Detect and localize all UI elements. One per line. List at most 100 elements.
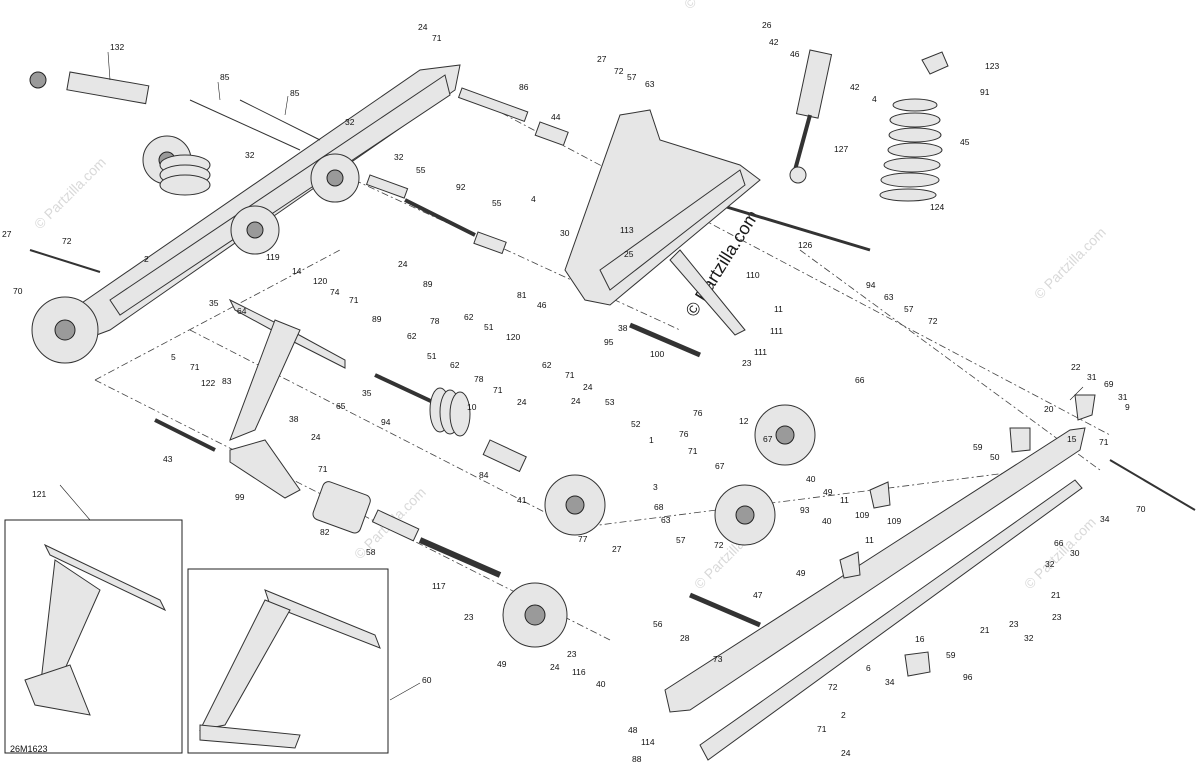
callout-71: 71	[432, 33, 442, 43]
callout-81: 81	[517, 290, 527, 300]
callout-49: 49	[497, 659, 507, 669]
callout-71: 71	[688, 446, 698, 456]
callout-24: 24	[311, 432, 321, 442]
callout-111: 111	[770, 326, 783, 336]
callout-123: 123	[985, 61, 999, 71]
callout-52: 52	[631, 419, 641, 429]
shock-132	[29, 71, 150, 105]
callout-72: 72	[62, 236, 72, 246]
callout-22: 22	[1071, 362, 1081, 372]
callout-38: 38	[289, 414, 299, 424]
callout-14: 14	[292, 266, 302, 276]
callout-78: 78	[474, 374, 484, 384]
callout-96: 96	[963, 672, 973, 682]
torsion-spring-middle	[429, 387, 471, 437]
callout-47: 47	[753, 590, 763, 600]
callout-121: 121	[32, 489, 46, 499]
callout-42: 42	[850, 82, 860, 92]
callout-76: 76	[693, 408, 703, 418]
callout-23: 23	[742, 358, 752, 368]
callout-72: 72	[614, 66, 624, 76]
callout-3: 3	[653, 482, 658, 492]
callout-86: 86	[519, 82, 529, 92]
callout-21: 21	[1051, 590, 1061, 600]
callout-91: 91	[980, 87, 990, 97]
callout-23: 23	[567, 649, 577, 659]
callout-85: 85	[290, 88, 300, 98]
callout-62: 62	[464, 312, 474, 322]
callout-32: 32	[345, 117, 355, 127]
callout-68: 68	[654, 502, 664, 512]
callout-71: 71	[817, 724, 827, 734]
callout-72: 72	[714, 540, 724, 550]
callout-53: 53	[605, 397, 615, 407]
callout-83: 83	[222, 376, 232, 386]
shafts	[29, 87, 1196, 628]
callout-24: 24	[841, 748, 851, 758]
callout-70: 70	[13, 286, 23, 296]
callout-94: 94	[866, 280, 876, 290]
diagram-code: 26M1623	[10, 744, 48, 754]
callout-5: 5	[171, 352, 176, 362]
callout-120: 120	[313, 276, 327, 286]
rear-shock	[789, 49, 949, 202]
inset-90	[4, 519, 183, 754]
callout-4: 4	[872, 94, 877, 104]
callout-26: 26	[762, 20, 772, 30]
callout-99: 99	[235, 492, 245, 502]
callout-82: 82	[320, 527, 330, 537]
callout-64: 64	[237, 306, 247, 316]
callout-49: 49	[796, 568, 806, 578]
callout-27: 27	[2, 229, 12, 239]
watermark-text: © Partzilla.com	[1031, 224, 1109, 302]
front-arm-assembly	[564, 109, 761, 336]
callout-95: 95	[604, 337, 614, 347]
callout-31: 31	[1087, 372, 1097, 382]
callout-10: 10	[467, 402, 477, 412]
callout-49: 49	[823, 487, 833, 497]
callout-24: 24	[583, 382, 593, 392]
callout-20: 20	[1044, 404, 1054, 414]
callout-67: 67	[715, 461, 725, 471]
callout-4: 4	[531, 194, 536, 204]
callout-119: 119	[266, 252, 280, 262]
callout-21: 21	[980, 625, 990, 635]
callout-11: 11	[774, 304, 783, 314]
callout-71: 71	[493, 385, 503, 395]
callout-24: 24	[418, 22, 428, 32]
callout-110: 110	[746, 270, 760, 280]
callout-70: 70	[1136, 504, 1146, 514]
callout-35: 35	[209, 298, 219, 308]
callout-27: 27	[597, 54, 607, 64]
callout-84: 84	[479, 470, 489, 480]
callout-9: 9	[1125, 402, 1130, 412]
coil-spring-left	[159, 154, 211, 196]
callout-23: 23	[464, 612, 474, 622]
callout-67: 67	[763, 434, 773, 444]
callout-71: 71	[190, 362, 200, 372]
callout-62: 62	[407, 331, 417, 341]
callout-69: 69	[1104, 379, 1114, 389]
callout-28: 28	[680, 633, 690, 643]
callout-89: 89	[423, 279, 433, 289]
callout-32: 32	[394, 152, 404, 162]
callout-109: 109	[855, 510, 869, 520]
callout-55: 55	[492, 198, 502, 208]
callout-112: 112	[0, 0, 14, 2]
callout-57: 57	[627, 72, 637, 82]
callout-34: 34	[1100, 514, 1110, 524]
callout-66: 66	[1054, 538, 1064, 548]
callout-90: 90	[0, 0, 10, 2]
callout-71: 71	[349, 295, 359, 305]
callout-71: 71	[565, 370, 575, 380]
callout-57: 57	[676, 535, 686, 545]
callout-94: 94	[381, 417, 391, 427]
watermark-text: © Partzilla.com	[31, 154, 109, 232]
callout-30: 30	[1070, 548, 1080, 558]
callout-46: 46	[537, 300, 547, 310]
callout-85: 85	[220, 72, 230, 82]
shock-spring	[879, 98, 943, 202]
idler-wheels	[502, 404, 816, 648]
callout-72: 72	[928, 316, 938, 326]
callout-78: 78	[430, 316, 440, 326]
